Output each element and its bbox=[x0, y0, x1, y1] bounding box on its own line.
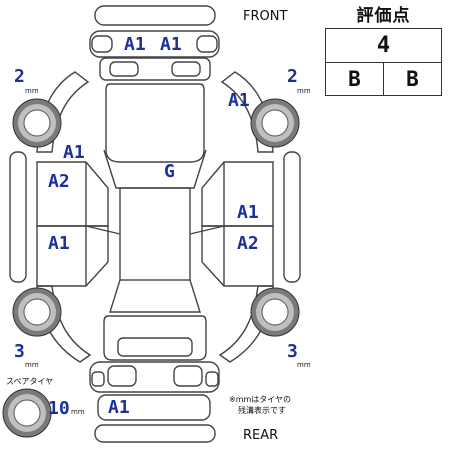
headlight-left bbox=[109, 61, 139, 77]
hood bbox=[105, 83, 205, 163]
front-left-fender bbox=[36, 71, 90, 153]
rear-left-tire-depth: 3 bbox=[14, 341, 25, 362]
right-rear-door-code: A2 bbox=[237, 233, 259, 254]
front-bumper-bar bbox=[94, 5, 216, 26]
rear-lamp-left-outer bbox=[91, 371, 105, 387]
front-right-tire-icon bbox=[250, 98, 300, 148]
trunk-inner bbox=[117, 337, 193, 357]
spare-tire-depth: 10 bbox=[48, 398, 70, 419]
front-grille bbox=[99, 57, 211, 81]
front-bumper-left-code: A1 bbox=[124, 34, 146, 55]
rear-bumper-bar bbox=[94, 424, 216, 443]
rear-right-tire-unit: mm bbox=[297, 361, 311, 369]
rear-right-tire-icon bbox=[250, 287, 300, 337]
windshield bbox=[103, 149, 207, 189]
sub-scores: B B bbox=[326, 63, 441, 95]
front-bumper-right-code: A1 bbox=[160, 34, 182, 55]
right-side-skirt bbox=[283, 151, 301, 283]
spare-tire-label: スペアタイヤ bbox=[6, 377, 53, 386]
exterior-score: B bbox=[383, 63, 441, 95]
front-lamp-left bbox=[91, 35, 113, 53]
roof bbox=[119, 187, 191, 281]
spare-tire-icon bbox=[2, 388, 52, 438]
front-bumper bbox=[89, 30, 220, 58]
rear-lamp-left bbox=[107, 365, 137, 387]
rear-left-tire-icon bbox=[12, 287, 62, 337]
trunk bbox=[103, 315, 207, 361]
tread-note-line2: 残溝表示です bbox=[238, 405, 286, 415]
front-label: FRONT bbox=[243, 9, 287, 24]
rear-right-tire-depth: 3 bbox=[287, 341, 298, 362]
overall-score: 4 bbox=[326, 29, 441, 63]
evaluation-score-table: 評価点 4 B B bbox=[325, 4, 442, 96]
rear-bumper-code: A1 bbox=[108, 397, 130, 418]
front-right-tire-unit: mm bbox=[297, 87, 311, 95]
right-rear-door bbox=[201, 225, 274, 287]
front-left-tire-unit: mm bbox=[25, 87, 39, 95]
left-rear-door bbox=[36, 225, 109, 287]
right-front-door bbox=[201, 161, 274, 227]
front-left-tire-icon bbox=[12, 98, 62, 148]
left-front-door bbox=[36, 161, 109, 227]
front-right-fender bbox=[220, 71, 274, 153]
roof-code: G bbox=[164, 161, 175, 182]
rear-lamp-right bbox=[173, 365, 203, 387]
front-right-tire-depth: 2 bbox=[287, 66, 298, 87]
rear-window bbox=[109, 279, 201, 313]
right-front-door-code: A1 bbox=[237, 202, 259, 223]
left-side-skirt bbox=[9, 151, 27, 283]
rear-bumper-lower bbox=[97, 394, 211, 421]
front-lamp-right bbox=[196, 35, 218, 53]
left-rear-door-code: A1 bbox=[48, 233, 70, 254]
tread-note-line1: ※mmはタイヤの bbox=[229, 395, 291, 404]
left-a-pillar-code: A1 bbox=[63, 142, 85, 163]
rear-bumper bbox=[89, 361, 220, 393]
rear-left-tire-unit: mm bbox=[25, 361, 39, 369]
interior-score: B bbox=[348, 67, 361, 91]
rear-lamp-right-outer bbox=[205, 371, 219, 387]
headlight-right bbox=[171, 61, 201, 77]
front-left-tire-depth: 2 bbox=[14, 66, 25, 87]
score-box: 4 B B bbox=[325, 28, 442, 96]
score-title: 評価点 bbox=[356, 6, 411, 26]
spare-tire-unit: mm bbox=[71, 408, 85, 416]
left-front-door-code: A2 bbox=[48, 171, 70, 192]
front-right-fender-code: A1 bbox=[228, 90, 250, 111]
rear-label: REAR bbox=[243, 428, 278, 443]
